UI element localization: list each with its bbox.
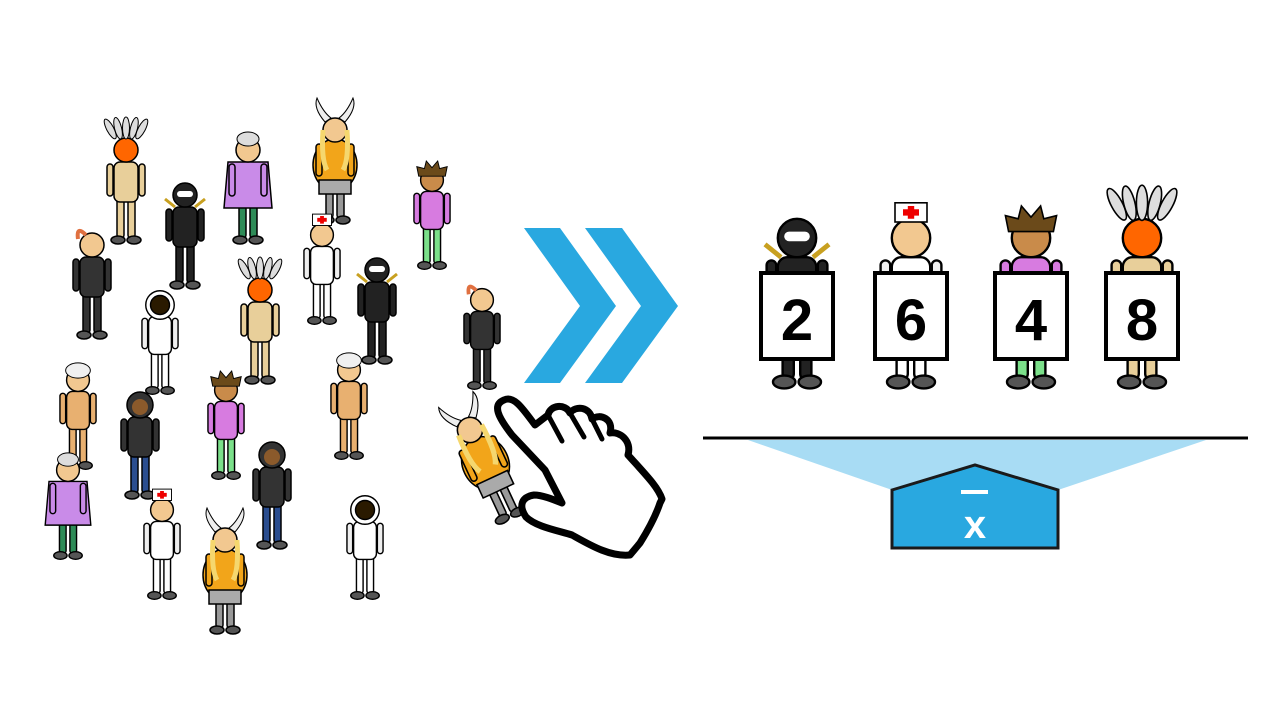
population-member-grandma <box>44 452 92 561</box>
double-chevron-icon <box>524 228 678 383</box>
population-member-punk-girl <box>207 369 245 481</box>
population-member-biker <box>252 441 292 550</box>
pointing-hand-icon <box>494 395 666 559</box>
selected-member-viking-woman <box>438 390 526 525</box>
population-crowd <box>44 96 501 635</box>
population-member-grandma <box>223 131 273 245</box>
sample-card <box>993 271 1069 361</box>
population-member-viking-woman <box>312 96 358 225</box>
sample-card-value: 6 <box>895 288 927 353</box>
sample-card-value: 2 <box>781 288 813 353</box>
sample-group: 2 6 4 8 <box>759 184 1180 390</box>
sample-mean-box: x <box>890 463 1060 550</box>
sample-card-value: 8 <box>1126 288 1158 353</box>
population-member-native-chief <box>237 256 283 385</box>
population-member-astronaut <box>141 290 179 396</box>
population-member-ninja <box>164 182 206 290</box>
population-member-nurse <box>143 488 181 601</box>
sample-card <box>873 271 949 361</box>
population-member-swami <box>330 352 368 461</box>
population-member-viking-woman <box>202 506 248 635</box>
population-member-dancer-woman <box>72 228 112 340</box>
population-member-native-chief <box>103 116 149 245</box>
population-member-astronaut <box>346 495 384 601</box>
population-member-biker <box>120 391 160 500</box>
selected-person <box>438 390 526 525</box>
population-member-ninja <box>356 257 398 365</box>
sample-card <box>759 271 835 361</box>
sample-card <box>1104 271 1180 361</box>
population-member-punk-girl <box>413 159 451 271</box>
population-member-dancer-woman <box>463 284 501 391</box>
mean-symbol: x <box>964 503 986 547</box>
sample-card-value: 4 <box>1015 288 1047 353</box>
population-member-nurse <box>303 213 341 326</box>
